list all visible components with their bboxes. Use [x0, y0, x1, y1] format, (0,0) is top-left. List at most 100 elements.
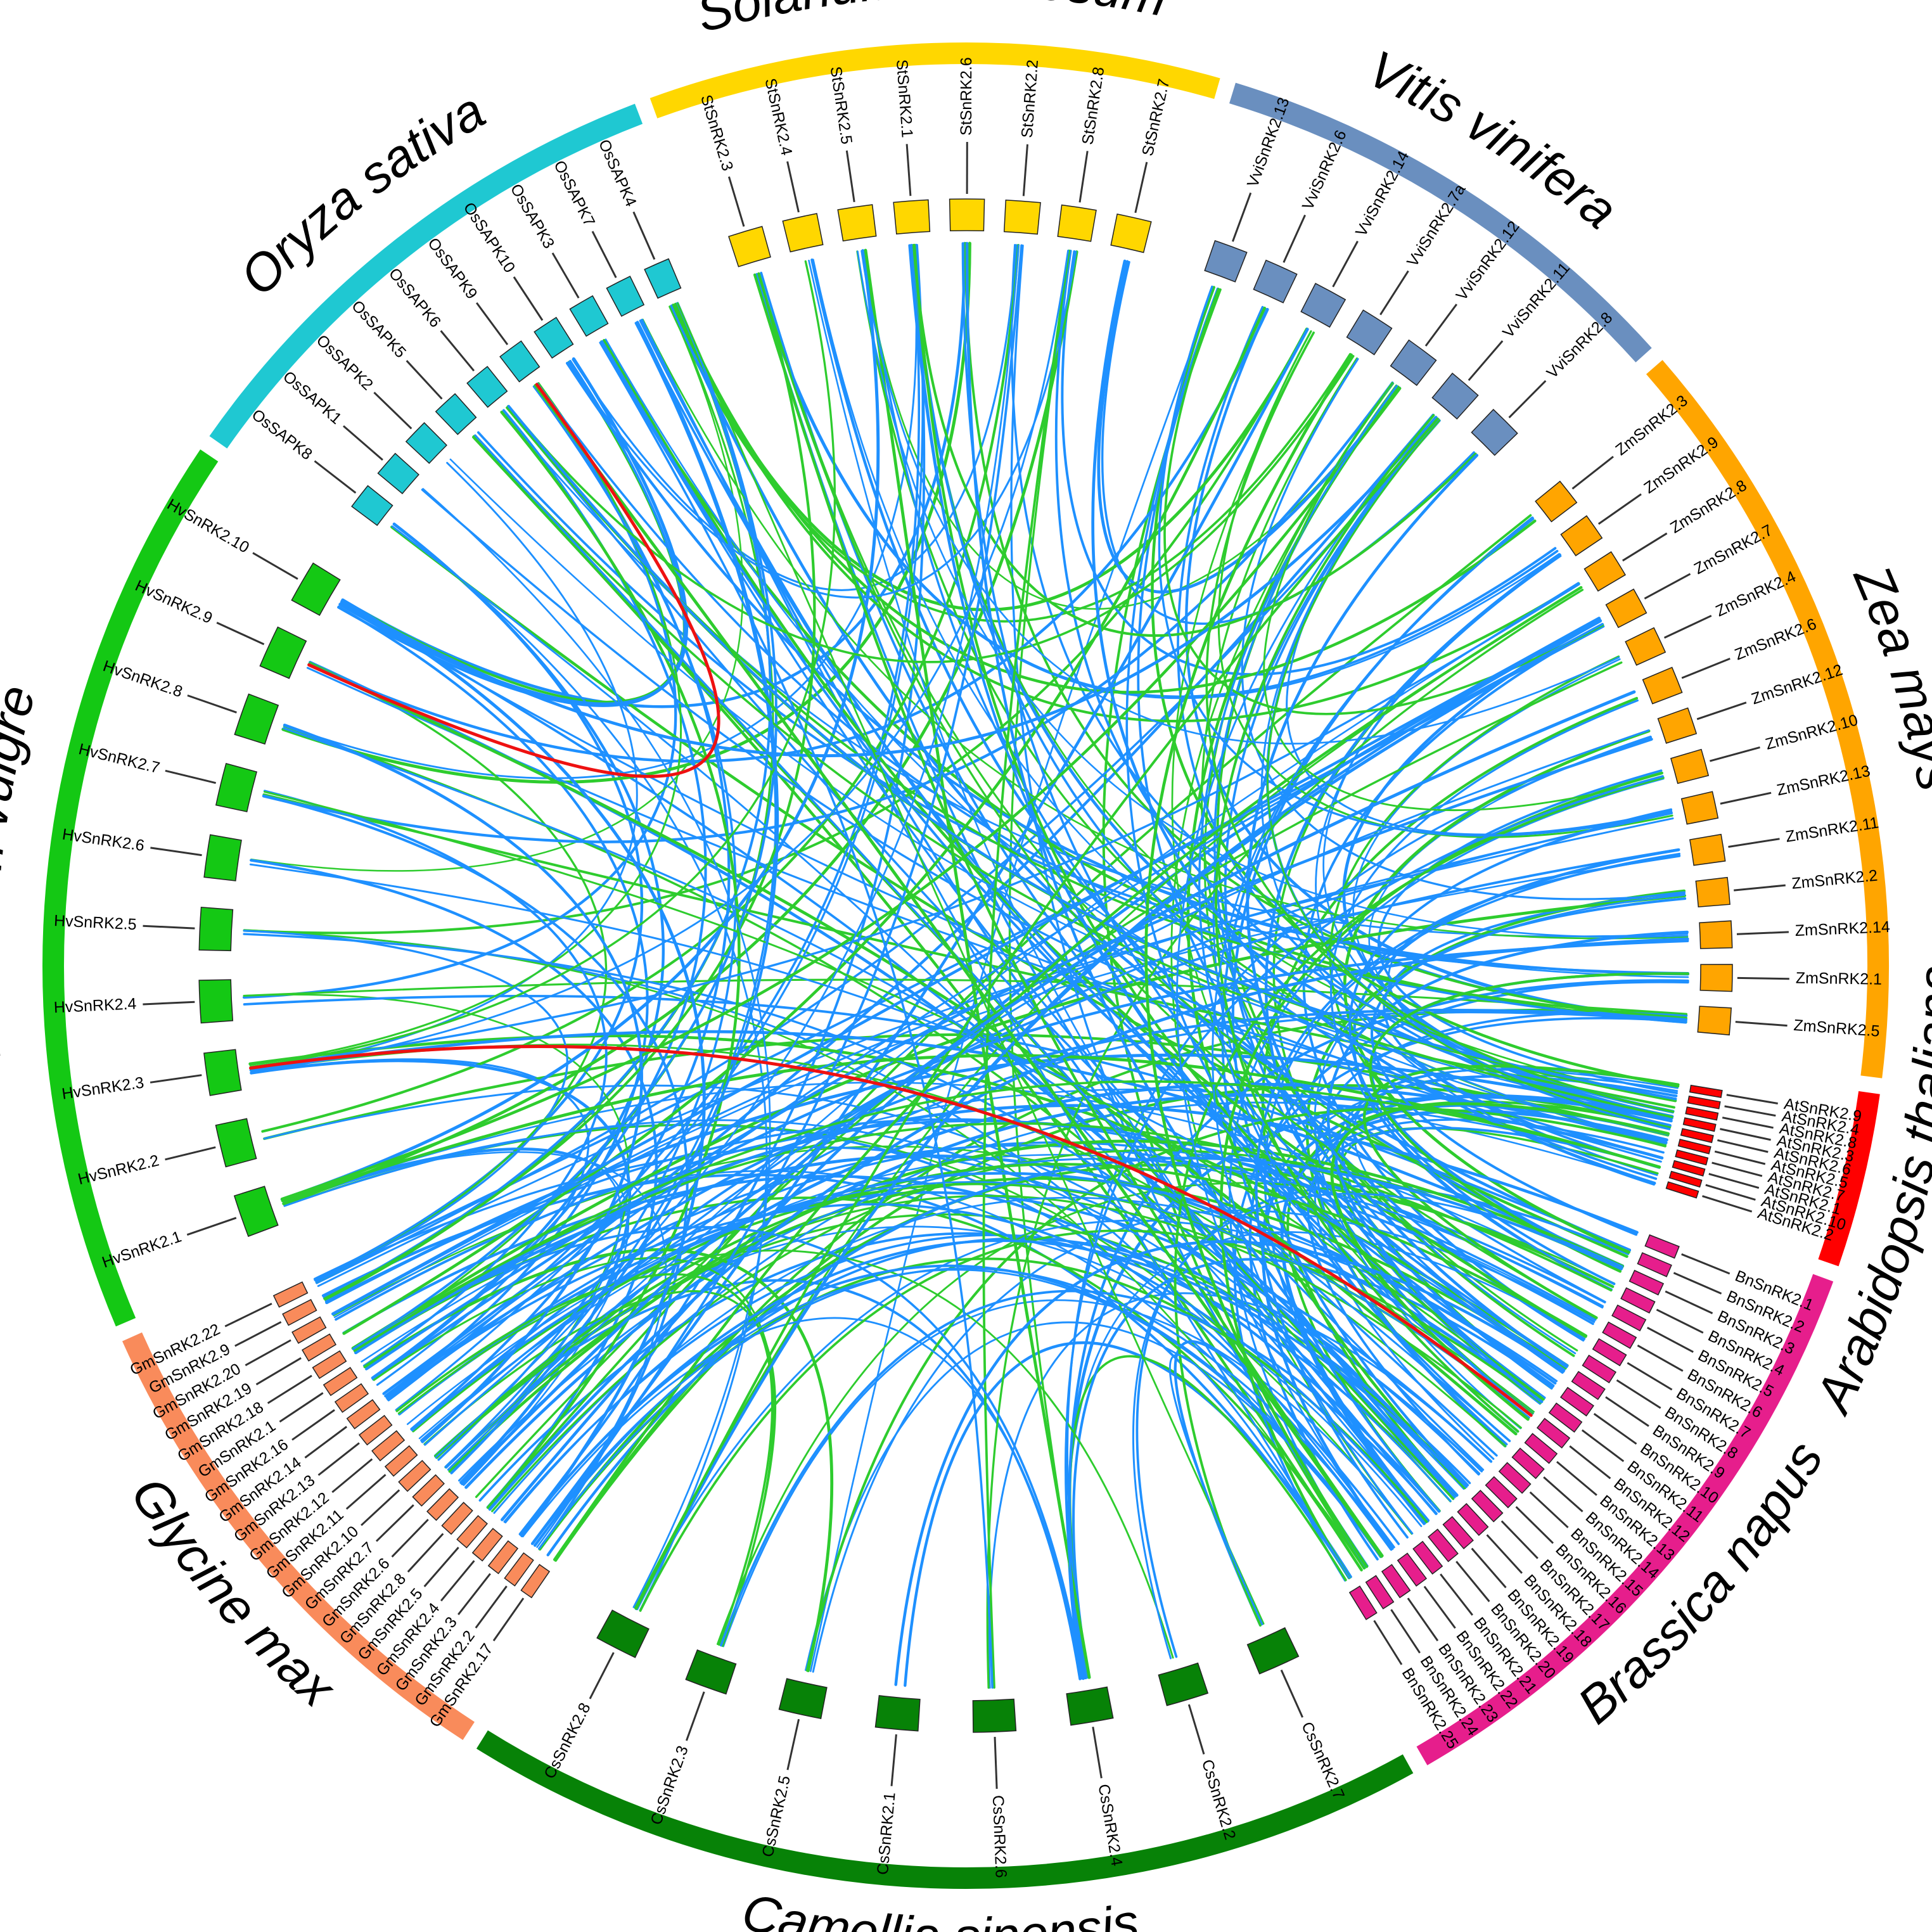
synteny-link	[352, 1225, 1084, 1680]
synteny-link	[314, 522, 643, 1282]
synteny-link	[754, 273, 1561, 700]
synteny-link	[387, 1008, 1687, 1401]
gene-label-tick	[1728, 838, 1780, 848]
synteny-link	[337, 605, 649, 1398]
gene-label-tick	[1656, 1308, 1704, 1334]
synteny-link	[242, 382, 677, 999]
gene-block-ossapk1	[377, 452, 419, 495]
synteny-link-highlight	[307, 383, 720, 778]
gene-block-ossapk2	[405, 422, 447, 464]
synteny-link	[1307, 1127, 1661, 1476]
gene-label-hvsnrk2-3: HvSnRK2.3	[61, 1073, 145, 1103]
gene-label-tick	[1508, 380, 1547, 419]
gene-label-zmsnrk2-14: ZmSnRK2.14	[1794, 918, 1890, 940]
gene-label-tick	[245, 1339, 291, 1367]
gene-block-bnsnrk2-21	[1412, 1540, 1443, 1575]
synteny-link	[672, 304, 1580, 722]
synteny-link	[283, 244, 918, 779]
synteny-link	[262, 795, 689, 1551]
gene-label-tick	[345, 1474, 387, 1510]
gene-block-hvsnrk2-2	[215, 1118, 257, 1168]
gene-block-zmsnrk2-13	[1680, 791, 1719, 825]
synteny-link	[249, 260, 836, 1068]
gene-label-stsnrk2-3: StSnRK2.3	[697, 93, 736, 173]
synteny-link	[519, 1239, 1468, 1536]
synteny-link	[904, 1341, 1352, 1687]
gene-block-bnsnrk2-14	[1511, 1447, 1545, 1480]
gene-label-cssnrk2-7: CsSnRK2.7	[1298, 1719, 1348, 1802]
gene-label-zmsnrk2-9: ZmSnRK2.9	[1641, 433, 1722, 497]
gene-label-tick	[279, 1392, 324, 1423]
synteny-link	[536, 383, 1687, 1024]
gene-block-atsnrk2-4	[1687, 1096, 1721, 1110]
gene-label-tick	[1571, 456, 1614, 490]
gene-label-tick	[343, 425, 383, 461]
gene-label-tick	[391, 1518, 429, 1558]
gene-block-zmsnrk2-6	[1642, 667, 1683, 705]
gene-label-tick	[994, 1737, 998, 1789]
gene-label-tick	[1696, 701, 1747, 720]
synteny-link	[450, 321, 779, 1475]
gene-label-tick	[1440, 1573, 1473, 1616]
gene-blocks	[198, 198, 1733, 1733]
gene-block-bnsnrk2-24	[1365, 1575, 1395, 1609]
gene-label-tick	[1616, 1379, 1661, 1409]
synteny-link	[1246, 454, 1568, 1369]
gene-label-hvsnrk2-1: HvSnRK2.1	[99, 1227, 184, 1271]
gene-label-ossapk8: OsSAPK8	[248, 406, 316, 463]
gene-label-tick	[1673, 1272, 1722, 1295]
synteny-link	[335, 1119, 1604, 1321]
synteny-link	[243, 328, 1308, 935]
synteny-link	[1369, 972, 1689, 1273]
gene-label-tick	[1681, 658, 1730, 679]
gene-label-tick	[331, 1458, 373, 1494]
gene-label-tick	[1379, 270, 1409, 316]
gene-block-gmsnrk2-6	[426, 1488, 459, 1521]
gene-label-tick	[1543, 1476, 1583, 1513]
gene-label-hvsnrk2-5: HvSnRK2.5	[53, 912, 137, 933]
gene-label-tick	[890, 1734, 897, 1786]
species-label-camellia-sinensis: Camellia sinensis	[737, 1883, 1142, 1932]
gene-block-bnsnrk2-16	[1485, 1476, 1518, 1509]
gene-label-tick	[1424, 304, 1458, 347]
gene-label-cssnrk2-4: CsSnRK2.4	[1094, 1783, 1125, 1868]
gene-label-tick	[1407, 1597, 1439, 1642]
gene-block-vvisnrk2-14	[1300, 283, 1347, 328]
gene-label-stsnrk2-1: StSnRK2.1	[893, 59, 916, 138]
synteny-link	[530, 328, 1309, 1545]
gene-label-tick	[1722, 1116, 1774, 1129]
gene-label-ossapk2: OsSAPK2	[313, 331, 376, 393]
species-arc-vitis-vinifera	[1229, 82, 1652, 362]
gene-label-tick	[551, 252, 580, 298]
synteny-link	[488, 937, 1689, 1511]
synteny-link	[605, 338, 1667, 1144]
gene-block-atsnrk2-3	[1682, 1117, 1717, 1132]
species-arc-brassica-napus	[1416, 1274, 1834, 1765]
gene-label-ossapk4: OsSAPK4	[595, 137, 640, 209]
gene-block-bnsnrk2-4	[1620, 1287, 1656, 1314]
gene-block-zmsnrk2-2	[1695, 876, 1730, 908]
gene-label-tick	[423, 1547, 459, 1587]
gene-label-cssnrk2-6: CsSnRK2.6	[989, 1795, 1010, 1879]
synteny-link	[365, 939, 1689, 1371]
gene-block-vvisnrk2-12	[1390, 339, 1437, 387]
gene-label-cssnrk2-2: CsSnRK2.2	[1198, 1758, 1239, 1842]
gene-label-tick	[1187, 1704, 1205, 1755]
gene-label-tick	[1373, 1620, 1403, 1665]
synteny-link	[387, 244, 921, 1402]
gene-block-gmsnrk2-19	[301, 1333, 337, 1362]
gene-label-tick	[1486, 1534, 1523, 1574]
gene-label-hvsnrk2-6: HvSnRK2.6	[61, 826, 145, 855]
gene-block-stsnrk2-7	[1110, 214, 1152, 253]
gene-block-zmsnrk2-10	[1670, 748, 1710, 784]
synteny-link	[435, 244, 1020, 1458]
species-arc-zea-mays	[1646, 360, 1889, 1078]
gene-block-cssnrk2-7	[1246, 1627, 1300, 1675]
gene-label-tick	[1280, 1669, 1303, 1718]
species-arc-camellia-sinensis	[476, 1730, 1414, 1889]
gene-label-ossapk5: OsSAPK5	[348, 297, 409, 362]
synteny-link	[860, 250, 1620, 745]
gene-label-vvisnrk2-8: VviSnRK2.8	[1543, 309, 1616, 381]
synteny-link	[1158, 285, 1673, 837]
synteny-link	[812, 1209, 1596, 1673]
